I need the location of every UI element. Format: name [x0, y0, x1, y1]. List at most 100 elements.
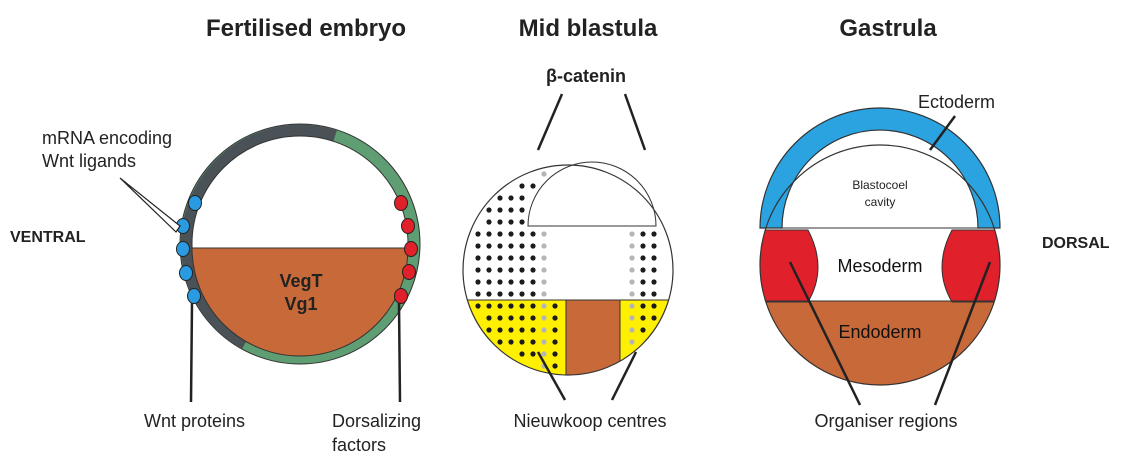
title-mid-blastula: Mid blastula [519, 15, 658, 42]
beta-catenin-dot [486, 279, 491, 284]
beta-catenin-dot [541, 243, 546, 248]
beta-catenin-dot [497, 243, 502, 248]
wnt-proteins-label: Wnt proteins [144, 411, 245, 431]
dorsal-dot [395, 196, 408, 211]
beta-catenin-dot [552, 327, 557, 332]
beta-catenin-dot [497, 255, 502, 260]
beta-catenin-dot [497, 315, 502, 320]
beta-catenin-dot [508, 219, 513, 224]
beta-catenin-dot [530, 303, 535, 308]
ventral-label: VENTRAL [10, 229, 86, 246]
dorsal-dot [403, 265, 416, 280]
beta-catenin-dot [508, 291, 513, 296]
beta-catenin-dot [486, 243, 491, 248]
beta-catenin-dot [629, 243, 634, 248]
organiser-label: Organiser regions [814, 411, 957, 431]
beta-catenin-dot [519, 279, 524, 284]
beta-catenin-dot [508, 195, 513, 200]
beta-catenin-dot [508, 303, 513, 308]
dorsal-dot [395, 289, 408, 304]
beta-catenin-dot [475, 231, 480, 236]
beta-catenin-dot [508, 267, 513, 272]
beta-catenin-dot [640, 315, 645, 320]
mid-blastula: β-catenin Nieuwkoop centres [460, 66, 678, 431]
beta-catenin-dot [651, 303, 656, 308]
beta-catenin-dot [629, 231, 634, 236]
beta-catenin-dot [486, 291, 491, 296]
dorsal-dot [402, 219, 415, 234]
beta-catenin-dot [651, 279, 656, 284]
vg1-label: Vg1 [284, 294, 317, 314]
beta-catenin-dot [651, 255, 656, 260]
dorsalizing-leader-line [399, 303, 400, 402]
wnt-dot [177, 242, 190, 257]
beta-catenin-dot [530, 279, 535, 284]
title-gastrula: Gastrula [839, 15, 937, 42]
beta-catenin-dot [640, 255, 645, 260]
beta-catenin-dot [486, 267, 491, 272]
beta-catenin-dot [640, 279, 645, 284]
beta-catenin-dot [486, 207, 491, 212]
beta-catenin-dot [508, 231, 513, 236]
fertilised-embryo: VegT Vg1 mRNA encoding Wnt ligands Wnt p… [42, 124, 421, 455]
dorsalizing-label-line2: factors [332, 435, 386, 455]
beta-catenin-dot [519, 183, 524, 188]
beta-catenin-dot [629, 291, 634, 296]
beta-catenin-dot [541, 291, 546, 296]
beta-catenin-dot [475, 291, 480, 296]
beta-catenin-dot [552, 351, 557, 356]
beta-catenin-dot [508, 279, 513, 284]
beta-catenin-leader-left [538, 94, 562, 150]
beta-catenin-dot [629, 303, 634, 308]
beta-catenin-dot [475, 243, 480, 248]
endoderm-label: Endoderm [838, 322, 921, 342]
beta-catenin-dot [508, 255, 513, 260]
blastocoel-label-line1: Blastocoel [852, 178, 907, 192]
beta-catenin-dot [497, 279, 502, 284]
wnt-dot [188, 289, 201, 304]
beta-catenin-dot [640, 243, 645, 248]
beta-catenin-dot [552, 363, 557, 368]
beta-catenin-dot [475, 303, 480, 308]
beta-catenin-dot [640, 291, 645, 296]
vegt-label: VegT [279, 271, 322, 291]
beta-catenin-dot [530, 267, 535, 272]
beta-catenin-dot [541, 327, 546, 332]
beta-catenin-dot [530, 315, 535, 320]
organiser-right [942, 230, 1000, 302]
beta-catenin-dot [651, 243, 656, 248]
beta-catenin-dot [519, 255, 524, 260]
beta-catenin-label: β-catenin [546, 66, 626, 86]
beta-catenin-dot [651, 315, 656, 320]
beta-catenin-dot [508, 327, 513, 332]
beta-catenin-dot [486, 315, 491, 320]
beta-catenin-dot [497, 207, 502, 212]
beta-catenin-dot [552, 339, 557, 344]
vegetal-core [566, 300, 620, 380]
beta-catenin-dot [541, 171, 546, 176]
beta-catenin-leader-right [625, 94, 645, 150]
beta-catenin-dot [629, 267, 634, 272]
beta-catenin-dot [530, 327, 535, 332]
beta-catenin-dot [519, 351, 524, 356]
beta-catenin-dot [552, 303, 557, 308]
beta-catenin-dot [541, 255, 546, 260]
beta-catenin-dot [530, 255, 535, 260]
beta-catenin-dot [475, 255, 480, 260]
beta-catenin-dot [541, 303, 546, 308]
beta-catenin-dot [486, 303, 491, 308]
beta-catenin-dot [508, 315, 513, 320]
gastrula: Ectoderm Blastocoel cavity Mesoderm Endo… [760, 92, 1000, 431]
nieuwkoop-label: Nieuwkoop centres [513, 411, 666, 431]
beta-catenin-dot [519, 195, 524, 200]
beta-catenin-dot [519, 327, 524, 332]
title-fertilised-embryo: Fertilised embryo [206, 15, 406, 42]
beta-catenin-dot [530, 351, 535, 356]
beta-catenin-dot [497, 219, 502, 224]
beta-catenin-dot [486, 255, 491, 260]
beta-catenin-dot [497, 327, 502, 332]
beta-catenin-dot [486, 219, 491, 224]
beta-catenin-dot [530, 231, 535, 236]
beta-catenin-dot [475, 279, 480, 284]
beta-catenin-dot [497, 303, 502, 308]
